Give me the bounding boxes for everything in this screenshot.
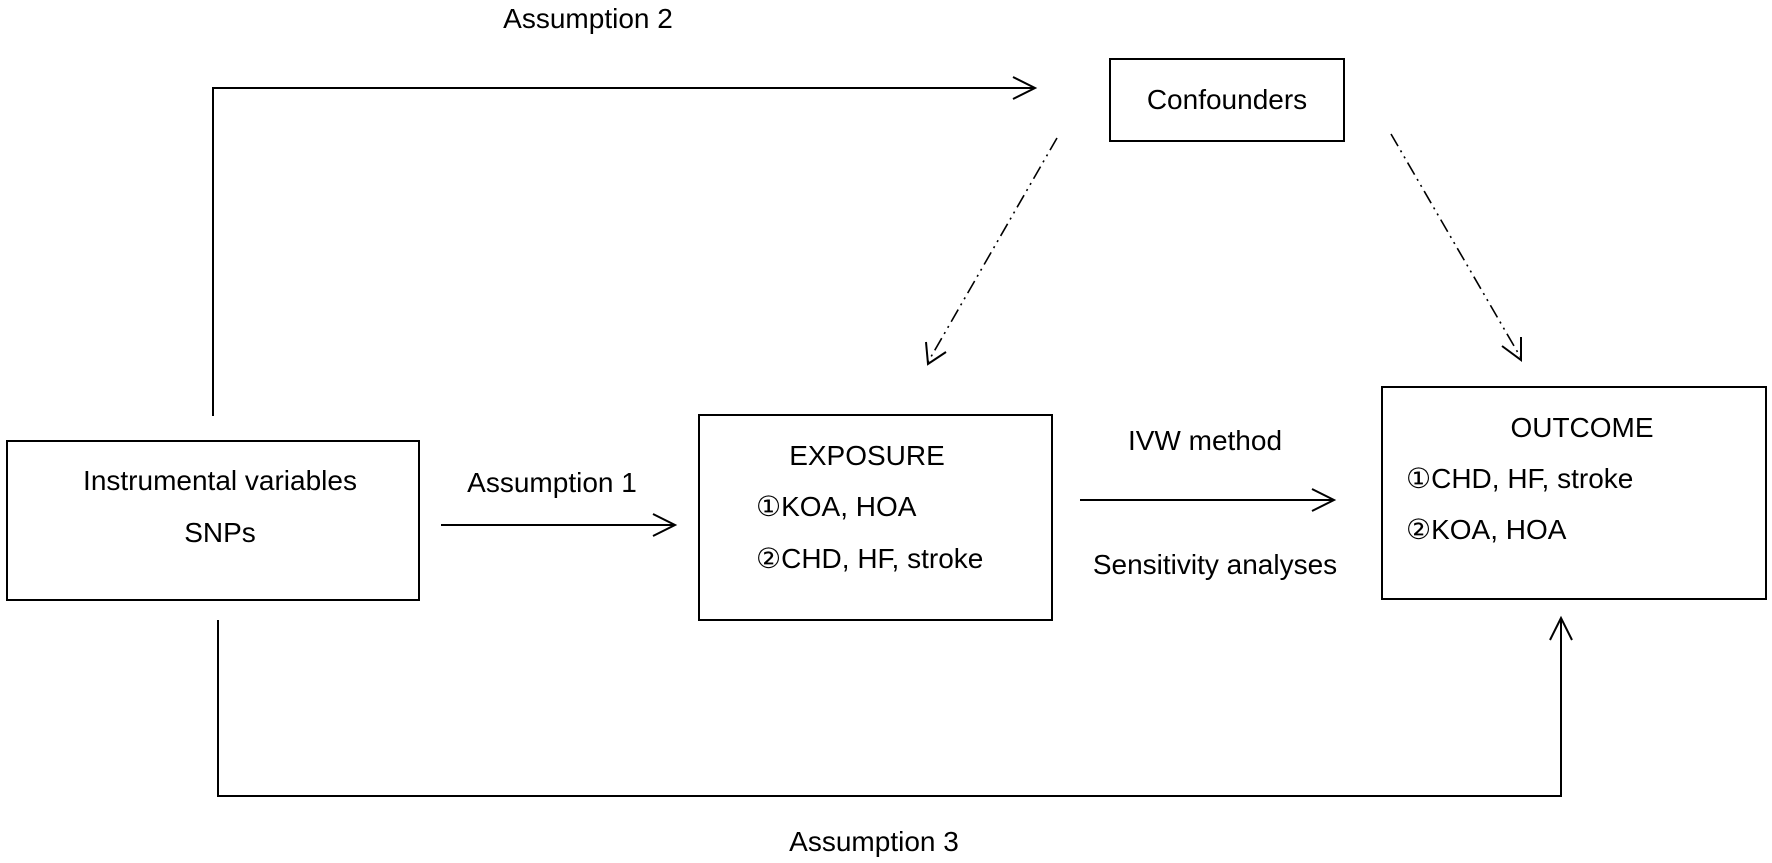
exposure-to-outcome-arrow: [1080, 488, 1337, 512]
instruments-label-line2: SNPs: [184, 517, 256, 548]
outcome-title: OUTCOME: [1510, 412, 1653, 443]
instruments-label-line1: Instrumental variables: [83, 465, 357, 496]
assumption-2-arrow: [212, 76, 1038, 416]
exposure-item-2: ②CHD, HF, stroke: [756, 543, 983, 574]
ivw-method-label: IVW method: [1128, 425, 1282, 456]
assumption-1-arrow: [441, 513, 678, 537]
assumption-3-arrow: [217, 615, 1573, 797]
instruments-node: Instrumental variables SNPs: [6, 440, 420, 601]
exposure-item-1: ①KOA, HOA: [756, 491, 917, 522]
assumption-1-label: Assumption 1: [467, 467, 637, 498]
outcome-node: OUTCOME ①CHD, HF, stroke ②KOA, HOA: [1381, 386, 1767, 600]
outcome-item-1: ①CHD, HF, stroke: [1406, 463, 1633, 494]
exposure-title: EXPOSURE: [789, 440, 945, 471]
sensitivity-analyses-label: Sensitivity analyses: [1093, 549, 1337, 580]
confounders-to-exposure-arrow: [925, 137, 1058, 366]
assumption-3-label: Assumption 3: [789, 826, 959, 857]
confounders-to-outcome-arrow: [1390, 133, 1522, 362]
confounders-label: Confounders: [1147, 84, 1307, 115]
assumption-2-label: Assumption 2: [503, 3, 673, 34]
confounders-node: Confounders: [1109, 58, 1345, 142]
outcome-item-2: ②KOA, HOA: [1406, 514, 1567, 545]
exposure-node: EXPOSURE ①KOA, HOA ②CHD, HF, stroke: [698, 414, 1053, 621]
